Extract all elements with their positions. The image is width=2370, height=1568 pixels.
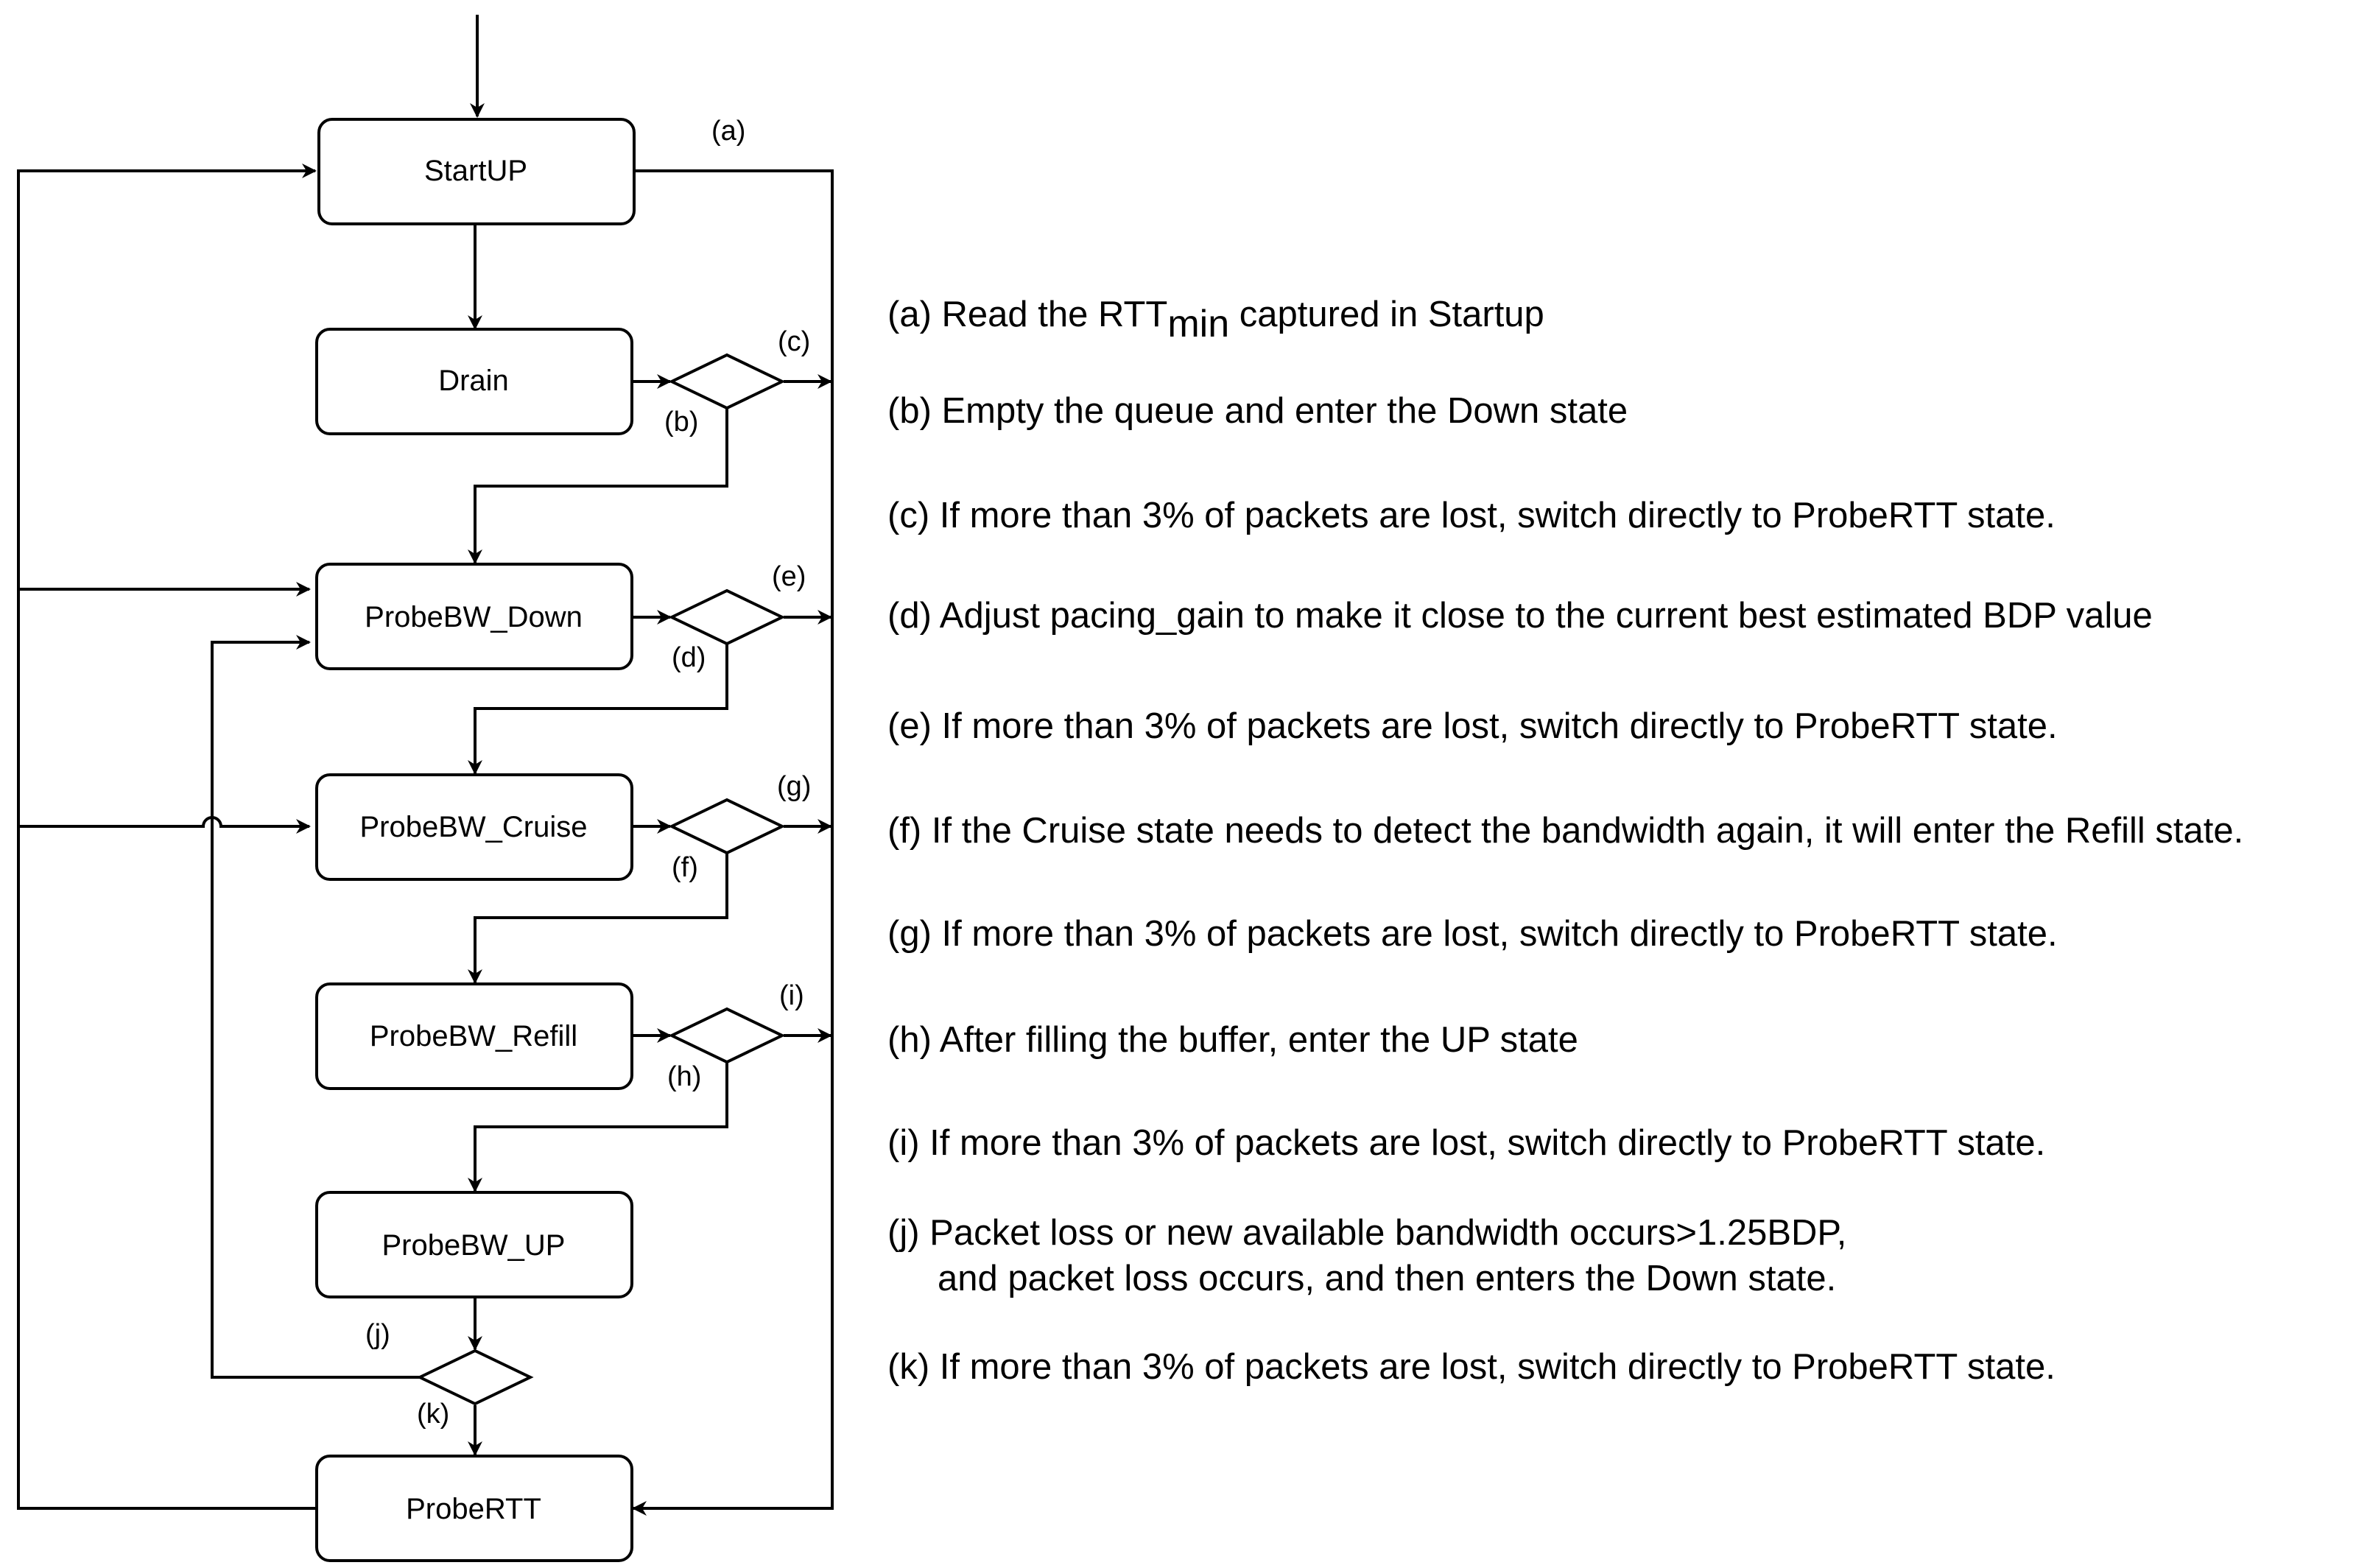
edge-label-k: (k) bbox=[417, 1399, 449, 1430]
state-probebw-cruise-box bbox=[315, 773, 633, 881]
edge-up-back-to-down bbox=[211, 635, 420, 1379]
edge-probertt-to-startup bbox=[17, 164, 317, 1510]
state-probertt-label: ProbeRTT bbox=[406, 1493, 541, 1525]
legend-item-f: (f) If the Cruise state needs to detect … bbox=[887, 811, 2244, 851]
edge-label-b: (b) bbox=[664, 407, 698, 437]
decision-diamond-down bbox=[668, 588, 786, 646]
edge-label-d: (d) bbox=[672, 642, 706, 673]
legend-item-a-suffix: captured in Startup bbox=[1229, 295, 1544, 334]
state-probebw-down-box bbox=[315, 563, 633, 670]
edge-label-h: (h) bbox=[667, 1061, 701, 1092]
state-probebw-refill-label: ProbeBW_Refill bbox=[370, 1020, 577, 1052]
legend: (a) Read the RTTmin captured in Startup … bbox=[887, 0, 2368, 1568]
state-probebw-cruise-label: ProbeBW_Cruise bbox=[359, 811, 587, 843]
legend-item-j-line1: (j) Packet loss or new available bandwid… bbox=[887, 1213, 1847, 1253]
edge-left-to-probebw-cruise bbox=[18, 816, 311, 834]
edge-cruise-to-refill bbox=[468, 853, 728, 984]
state-probebw-up-label: ProbeBW_UP bbox=[382, 1229, 566, 1262]
legend-item-b: (b) Empty the queue and enter the Down s… bbox=[887, 391, 1628, 431]
legend-item-a-subscript: min bbox=[1167, 303, 1230, 345]
flowchart-canvas: StartUP Drain ProbeBW_Down ProbeBW_Cruis… bbox=[17, 15, 834, 1562]
legend-item-g: (g) If more than 3% of packets are lost,… bbox=[887, 914, 2058, 954]
legend-item-i: (i) If more than 3% of packets are lost,… bbox=[887, 1123, 2046, 1163]
legend-item-c: (c) If more than 3% of packets are lost,… bbox=[887, 496, 2056, 535]
state-drain-label: Drain bbox=[438, 365, 509, 397]
decision-diamond-up bbox=[416, 1349, 534, 1406]
legend-item-h: (h) After filling the buffer, enter the … bbox=[887, 1020, 1578, 1060]
decision-diamond-drain bbox=[668, 353, 786, 410]
edge-label-a: (a) bbox=[711, 116, 745, 147]
legend-item-k: (k) If more than 3% of packets are lost,… bbox=[887, 1347, 2056, 1387]
edge-label-c: (c) bbox=[778, 326, 810, 357]
state-probebw-down-label: ProbeBW_Down bbox=[365, 601, 583, 633]
state-probebw-refill-box bbox=[315, 982, 633, 1090]
edge-label-f: (f) bbox=[672, 852, 698, 883]
edge-refill-to-up bbox=[468, 1062, 728, 1192]
legend-item-a: (a) Read the RTTmin captured in Startup bbox=[887, 292, 1544, 345]
legend-item-a-prefix: (a) Read the RTT bbox=[887, 295, 1168, 334]
legend-item-d: (d) Adjust pacing_gain to make it close … bbox=[887, 596, 2153, 636]
state-probertt-box bbox=[315, 1455, 633, 1562]
edge-drain-to-probebw-down bbox=[468, 408, 728, 564]
edge-label-e: (e) bbox=[772, 561, 806, 592]
decision-diamond-cruise bbox=[668, 798, 786, 855]
edge-startup-to-probertt bbox=[632, 169, 834, 1516]
decision-diamond-refill bbox=[668, 1007, 786, 1064]
legend-item-j-line2: and packet loss occurs, and then enters … bbox=[938, 1259, 1837, 1298]
edge-down-to-cruise bbox=[468, 644, 728, 775]
state-probebw-up-box bbox=[315, 1191, 633, 1298]
state-startup-box bbox=[317, 118, 636, 225]
edge-label-i: (i) bbox=[779, 980, 804, 1011]
legend-item-e: (e) If more than 3% of packets are lost,… bbox=[887, 706, 2058, 746]
edge-label-j: (j) bbox=[365, 1319, 390, 1350]
state-startup-label: StartUP bbox=[424, 155, 527, 187]
edge-label-g: (g) bbox=[777, 771, 811, 802]
state-drain-box bbox=[315, 328, 633, 435]
